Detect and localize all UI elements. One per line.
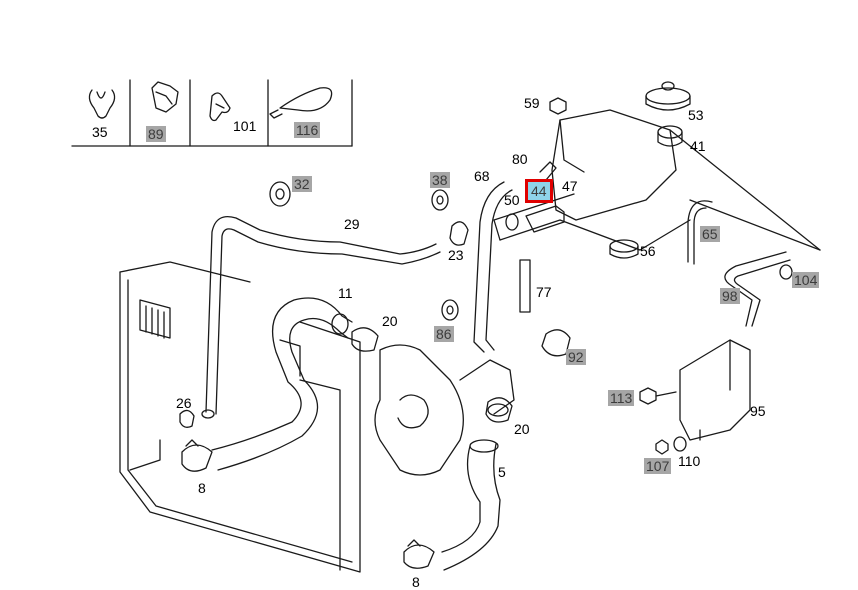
tube-77 bbox=[519, 259, 531, 313]
hose-68 bbox=[473, 181, 513, 353]
clamp-23 bbox=[449, 221, 469, 246]
callout-11: 11 bbox=[338, 285, 353, 301]
hose-29 bbox=[201, 215, 441, 419]
legend-label-116[interactable]: 116 bbox=[294, 122, 321, 138]
callout-8-bottom: 8 bbox=[412, 574, 420, 590]
callout-113[interactable]: 113 bbox=[608, 390, 635, 406]
bolt-113 bbox=[639, 387, 677, 405]
callout-98[interactable]: 98 bbox=[720, 288, 740, 304]
clamp-20a bbox=[351, 327, 379, 352]
callout-80: 80 bbox=[512, 151, 528, 167]
seal-41 bbox=[657, 125, 683, 147]
callout-20-top: 20 bbox=[382, 313, 398, 329]
grommet-32 bbox=[269, 181, 291, 207]
grommet-56 bbox=[609, 239, 639, 259]
clamp-8a bbox=[181, 439, 213, 472]
callout-59: 59 bbox=[524, 95, 540, 111]
callout-104[interactable]: 104 bbox=[792, 272, 820, 288]
grommet-38 bbox=[431, 189, 449, 211]
callout-20-bottom: 20 bbox=[514, 421, 530, 437]
expansion-tank bbox=[493, 109, 821, 251]
callout-5: 5 bbox=[498, 464, 506, 480]
legend-label-89[interactable]: 89 bbox=[146, 126, 166, 142]
callout-47: 47 bbox=[562, 178, 578, 194]
callout-68: 68 bbox=[474, 168, 490, 184]
sensor-44 bbox=[505, 161, 565, 233]
clip-89-icon bbox=[151, 81, 179, 113]
callout-23: 23 bbox=[448, 247, 464, 263]
hose-65 bbox=[687, 200, 713, 265]
callout-53: 53 bbox=[688, 107, 704, 123]
radiator bbox=[119, 261, 361, 573]
clamp-8b bbox=[403, 539, 435, 569]
reservoir-95 bbox=[679, 339, 751, 441]
legend-frame bbox=[71, 79, 353, 147]
hose-98 bbox=[724, 251, 791, 327]
nut-107 bbox=[655, 439, 669, 455]
callout-65[interactable]: 65 bbox=[700, 226, 720, 242]
callout-92[interactable]: 92 bbox=[566, 349, 586, 365]
hose-5 bbox=[441, 439, 501, 571]
callout-86[interactable]: 86 bbox=[434, 326, 454, 342]
callout-77: 77 bbox=[536, 284, 552, 300]
callout-38[interactable]: 38 bbox=[430, 172, 450, 188]
callout-107[interactable]: 107 bbox=[644, 458, 672, 474]
cap-53 bbox=[645, 81, 691, 111]
callout-32[interactable]: 32 bbox=[292, 176, 312, 192]
clamp-26 bbox=[179, 409, 195, 428]
callout-56: 56 bbox=[640, 243, 656, 259]
callout-44-selected[interactable]: 44 bbox=[525, 179, 553, 203]
callout-95: 95 bbox=[750, 403, 766, 419]
callout-29: 29 bbox=[344, 216, 360, 232]
callout-50: 50 bbox=[504, 192, 520, 208]
clamp-20b bbox=[485, 397, 513, 423]
callout-110: 110 bbox=[678, 453, 701, 469]
hose-11 bbox=[211, 297, 353, 471]
clamp-86 bbox=[441, 299, 459, 321]
legend-label-35: 35 bbox=[92, 124, 108, 140]
water-pump bbox=[374, 344, 515, 476]
strap-116-icon bbox=[269, 87, 333, 119]
washer-110 bbox=[673, 436, 687, 452]
legend-label-101: 101 bbox=[233, 118, 257, 134]
clip-35-icon bbox=[88, 89, 116, 119]
clip-101-icon bbox=[209, 92, 231, 122]
callout-8-left: 8 bbox=[198, 480, 206, 496]
nut-59 bbox=[549, 97, 567, 115]
grommet-104 bbox=[779, 264, 793, 280]
callout-41: 41 bbox=[690, 138, 706, 154]
callout-26: 26 bbox=[176, 395, 192, 411]
